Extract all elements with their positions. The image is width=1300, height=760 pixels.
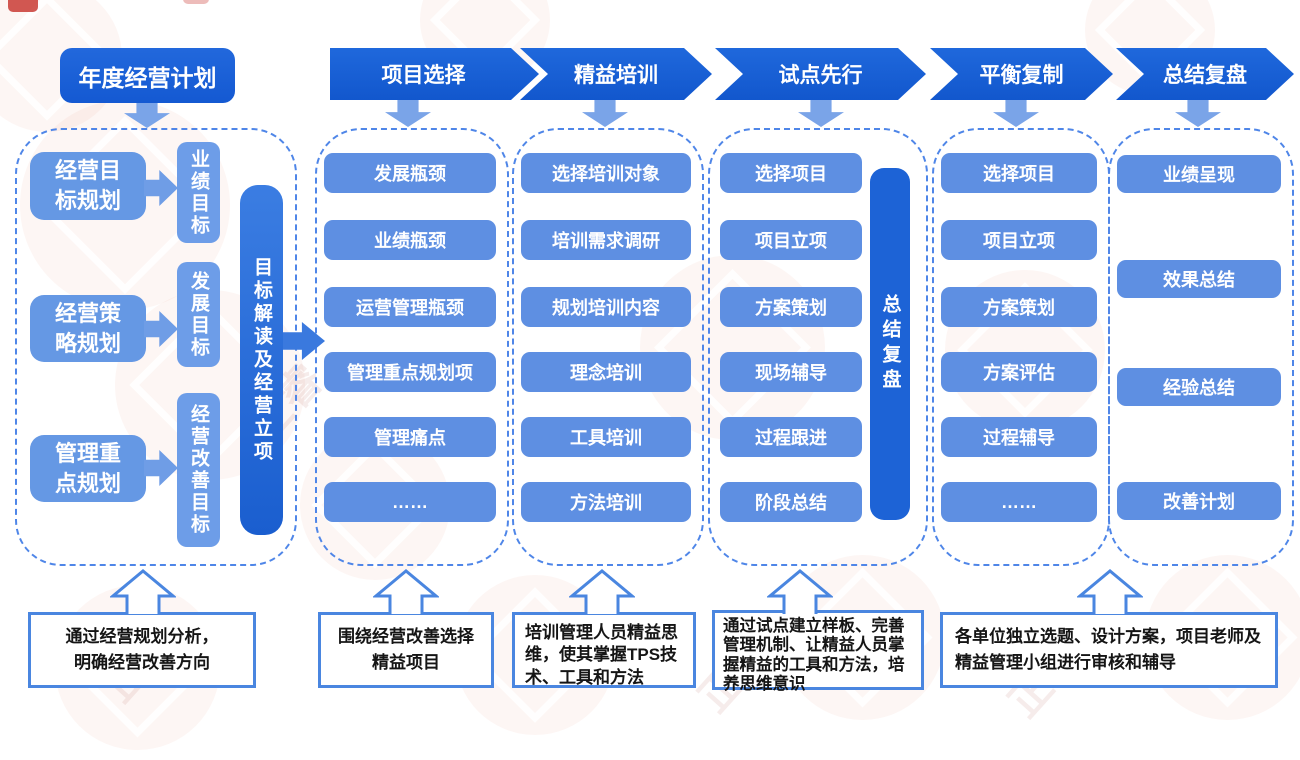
summary-review-bar: 总结复盘 [870, 168, 910, 520]
process-step: 业绩呈现 [1117, 155, 1281, 193]
banner-pilot-first: 试点先行 [715, 48, 926, 100]
watermark-logo [640, 255, 825, 440]
process-step: 选择培训对象 [521, 153, 691, 193]
goal-interpretation-bar: 目标解读及经营立项 [240, 185, 283, 535]
process-step: 项目立项 [941, 220, 1097, 260]
process-step: …… [941, 482, 1097, 522]
watermark-red-badge [183, 0, 209, 4]
planning-source-box: 经营目 标规划 [30, 152, 146, 220]
process-step: …… [324, 482, 496, 522]
process-step: 改善计划 [1117, 482, 1281, 520]
up-arrow-icon [1077, 569, 1143, 614]
process-step: 项目立项 [720, 220, 862, 260]
note-balanced-copy: 各单位独立选题、设计方案，项目老师及 精益管理小组进行审核和辅导 [940, 612, 1278, 688]
up-arrow-icon [767, 569, 833, 614]
watermark-red-badge [8, 0, 38, 12]
planning-target-box: 经营改善目标 [177, 393, 220, 547]
note-planning: 通过经营规划分析， 明确经营改善方向 [28, 612, 256, 688]
process-step: 培训需求调研 [521, 220, 691, 260]
down-arrow-icon [1175, 100, 1221, 127]
note-lean-training: 培训管理人员精益思 维，使其掌握TPS技 术、工具和方法 [512, 612, 696, 688]
down-arrow-icon [385, 100, 431, 127]
process-step: 方案策划 [720, 287, 862, 327]
stage-container-pilot-first [708, 128, 928, 566]
planning-source-box: 管理重 点规划 [30, 435, 146, 502]
process-step: 方法培训 [521, 482, 691, 522]
down-arrow-icon [582, 100, 628, 127]
up-arrow-icon [373, 569, 439, 614]
down-arrow-icon [798, 100, 844, 127]
annual-plan-box: 年度经营计划 [60, 48, 235, 103]
process-step: 效果总结 [1117, 260, 1281, 298]
process-step: 规划培训内容 [521, 287, 691, 327]
process-step: 过程跟进 [720, 417, 862, 457]
process-step: 方案策划 [941, 287, 1097, 327]
process-step: 选择项目 [941, 153, 1097, 193]
banner-lean-training: 精益培训 [520, 48, 712, 100]
process-step: 过程辅导 [941, 417, 1097, 457]
planning-target-box: 业绩目标 [177, 142, 220, 243]
banner-project-selection: 项目选择 [330, 48, 539, 100]
process-step: 方案评估 [941, 352, 1097, 392]
note-pilot-first: 通过试点建立样板、完善 管理机制、让精益人员掌 握精益的工具和方法，培 养思维意… [712, 610, 924, 693]
process-step: 运营管理瓶颈 [324, 287, 496, 327]
banner-summary-review: 总结复盘 [1116, 48, 1294, 100]
stage-container-lean-training [512, 128, 704, 566]
process-step: 业绩瓶颈 [324, 220, 496, 260]
note-project-selection: 围绕经营改善选择 精益项目 [318, 612, 494, 688]
process-step: 工具培训 [521, 417, 691, 457]
process-step: 现场辅导 [720, 352, 862, 392]
process-step: 管理痛点 [324, 417, 496, 457]
process-step: 理念培训 [521, 352, 691, 392]
down-arrow-icon [993, 100, 1039, 127]
stage-container-summary-review [1108, 128, 1294, 566]
up-arrow-icon [569, 569, 635, 614]
planning-source-box: 经营策 略规划 [30, 295, 146, 362]
planning-target-box: 发展目标 [177, 262, 220, 367]
banner-balanced-copy: 平衡复制 [930, 48, 1113, 100]
process-step: 经验总结 [1117, 368, 1281, 406]
process-step: 阶段总结 [720, 482, 862, 522]
process-step: 管理重点规划项 [324, 352, 496, 392]
process-step: 发展瓶颈 [324, 153, 496, 193]
process-step: 选择项目 [720, 153, 862, 193]
up-arrow-icon [110, 569, 176, 614]
